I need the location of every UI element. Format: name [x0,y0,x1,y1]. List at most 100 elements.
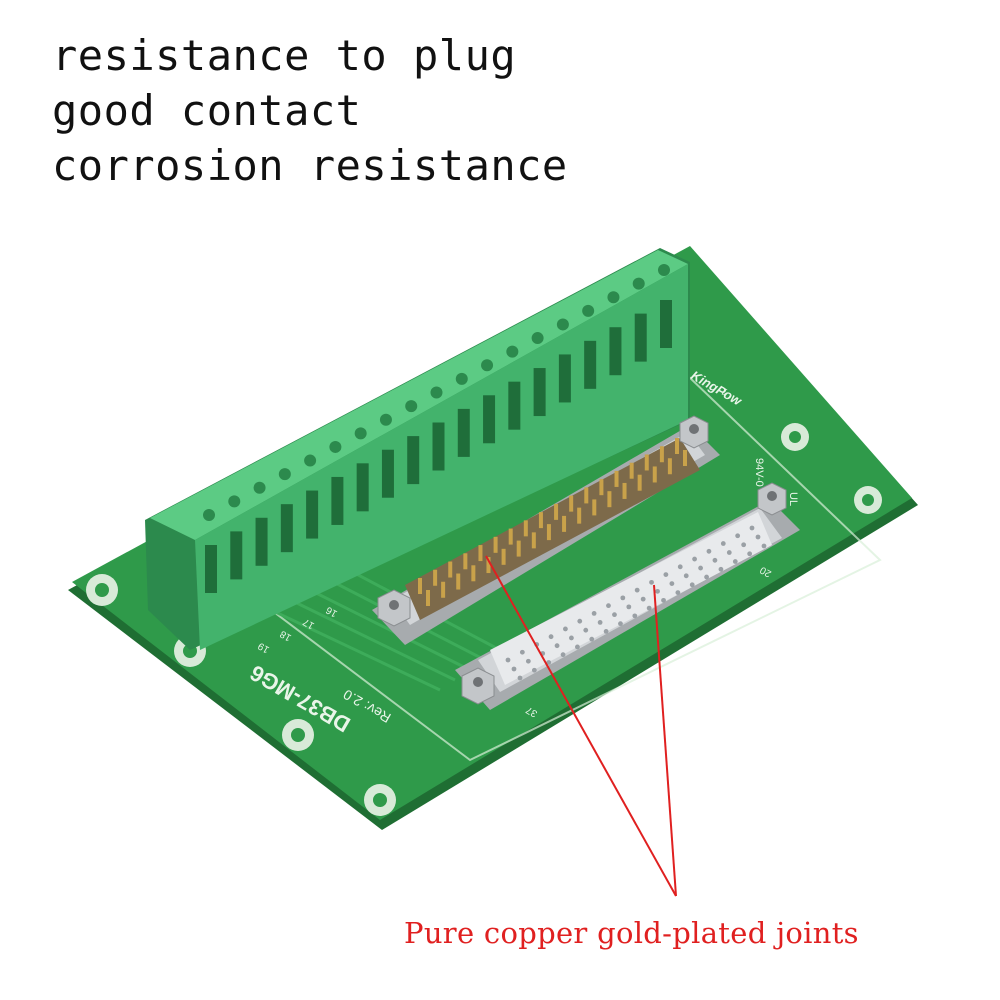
gold-pin [659,446,664,463]
socket-hole [655,588,660,594]
socket-hole [718,566,724,572]
socket-hole [531,667,537,673]
gold-pin [501,548,506,565]
socket-hole [577,618,583,624]
gold-pin [569,495,574,512]
terminal-slot [432,422,445,471]
gold-pin [592,499,597,516]
socket-hole [575,644,580,650]
socket-hole [548,634,554,640]
gold-pin [471,565,476,582]
socket-hole [692,556,697,562]
socket-hole [646,605,652,611]
socket-hole [560,652,566,658]
pin-label: 19 [256,640,272,655]
gold-pin [599,479,604,496]
terminal-slot [407,436,420,485]
socket-hole [626,604,632,610]
mounting-hole [781,423,809,451]
pin-label: 20 [758,564,774,579]
terminal-slot [331,476,344,525]
socket-hole [525,658,531,664]
terminal-slot [381,449,394,498]
socket-hole [661,597,666,603]
gold-pin [486,557,491,574]
socket-hole [554,643,560,649]
gold-pin [614,470,619,487]
terminal-slot [356,463,369,512]
socket-hole [603,629,609,634]
gold-pin [577,507,582,524]
socket-hole [741,542,747,548]
terminal-screw [632,277,645,290]
socket-hole [663,572,669,577]
socket-hole [632,613,638,619]
socket-hole [712,557,718,563]
terminal-screw [531,332,544,345]
socket-hole [669,581,675,586]
socket-hole [649,579,654,585]
pin-label: 37 [524,704,540,719]
socket-holes [505,525,767,681]
pin-label: 18 [278,628,294,643]
gold-pin [562,515,567,532]
gold-pin [637,474,642,491]
gold-pin [629,462,634,479]
terminal-slot [306,490,319,539]
gold-pin [683,450,687,466]
socket-hole [683,573,689,579]
gold-pins [418,438,687,606]
terminal-screw [481,359,494,372]
pin-label: 1 [719,384,730,397]
socket-hole [735,533,741,539]
gold-pin [523,520,528,537]
terminal-slot [280,504,293,553]
gold-pin [652,466,657,483]
gold-pin [675,438,679,454]
socket-hole [606,603,611,609]
gold-pin [448,561,453,578]
mounting-hole [364,784,396,816]
terminal-screw [329,440,342,453]
socket-hole [698,565,703,571]
gold-pin [516,540,521,557]
db37-male-connector [372,415,720,645]
socket-hole [747,551,753,557]
terminal-slot [205,545,217,593]
socket-hole [597,620,603,625]
callout-line [653,584,677,897]
gold-pin [607,491,612,508]
gold-pin [531,532,536,549]
hex-standoff [757,482,787,516]
gold-pin [478,545,483,562]
feature-line: corrosion resistance [52,141,568,190]
mounting-hole [282,719,314,751]
gold-pin [433,569,438,586]
callout-line [485,555,677,897]
socket-hole [677,564,683,570]
feature-line: good contact [52,86,362,135]
socket-hole [704,574,709,580]
terminal-slot [634,313,647,362]
hex-standoff [377,589,411,627]
gold-pin [644,454,649,471]
terminal-slot [533,368,546,417]
socket-hole [589,636,595,642]
gold-pin [554,503,559,520]
mounting-hole [854,486,882,514]
terminal-screw [354,427,367,440]
socket-hole [689,582,695,588]
terminal-screw [455,372,468,385]
socket-hole [591,611,597,616]
terminal-screw [253,481,266,494]
terminal-screw [228,495,241,508]
gold-pin [622,482,627,499]
terminal-screw [658,264,670,276]
terminal-slot [660,300,672,348]
terminal-screw [379,413,392,426]
socket-hole [720,541,726,546]
gold-pin [463,553,468,570]
terminal-screw [506,345,519,358]
terminal-slot [508,381,521,430]
socket-hole [726,550,732,555]
